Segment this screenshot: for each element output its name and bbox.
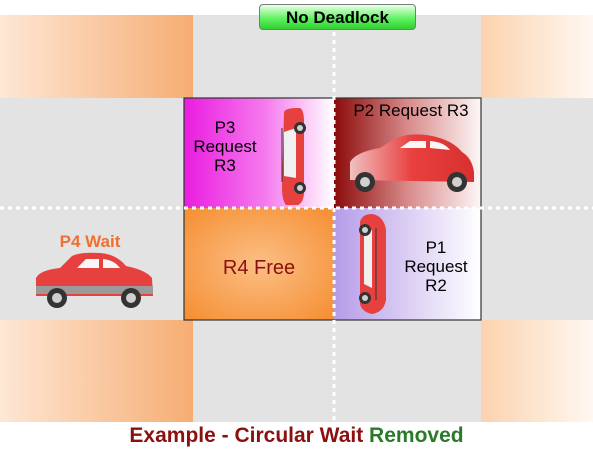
label-p4: P4 Wait — [59, 232, 121, 251]
cell-r4 — [184, 208, 334, 320]
label-p1-line3: R2 — [425, 276, 447, 296]
caption: Example - Circular Wait Removed — [0, 424, 593, 448]
label-p3-line2: Request — [193, 137, 257, 157]
label-p3-line3: R3 — [214, 156, 236, 176]
cell-p3 — [184, 98, 334, 208]
status-badge: No Deadlock — [259, 4, 416, 30]
cell-p1 — [334, 208, 481, 320]
caption-main: Example - Circular Wait — [129, 424, 370, 447]
label-p1-line1: P1 — [425, 238, 447, 257]
label-r4: R4 Free — [222, 257, 296, 279]
car-p4-icon — [36, 252, 153, 308]
car-p2-icon — [350, 134, 474, 192]
caption-accent: Removed — [369, 424, 464, 447]
corner-block-top-left — [0, 15, 193, 98]
corner-block-bottom-right — [481, 320, 593, 422]
label-p3: P3 Request R3 — [186, 118, 264, 175]
label-p2: P2 Request R3 — [353, 101, 469, 120]
label-p1-line2: Request — [404, 257, 468, 277]
corner-block-top-right — [481, 15, 593, 98]
label-p1: P1 Request R2 — [392, 238, 480, 295]
corner-block-bottom-left — [0, 320, 193, 422]
label-p3-line1: P3 — [214, 118, 236, 137]
car-p1-icon — [359, 214, 386, 314]
car-p3-icon — [281, 108, 306, 205]
